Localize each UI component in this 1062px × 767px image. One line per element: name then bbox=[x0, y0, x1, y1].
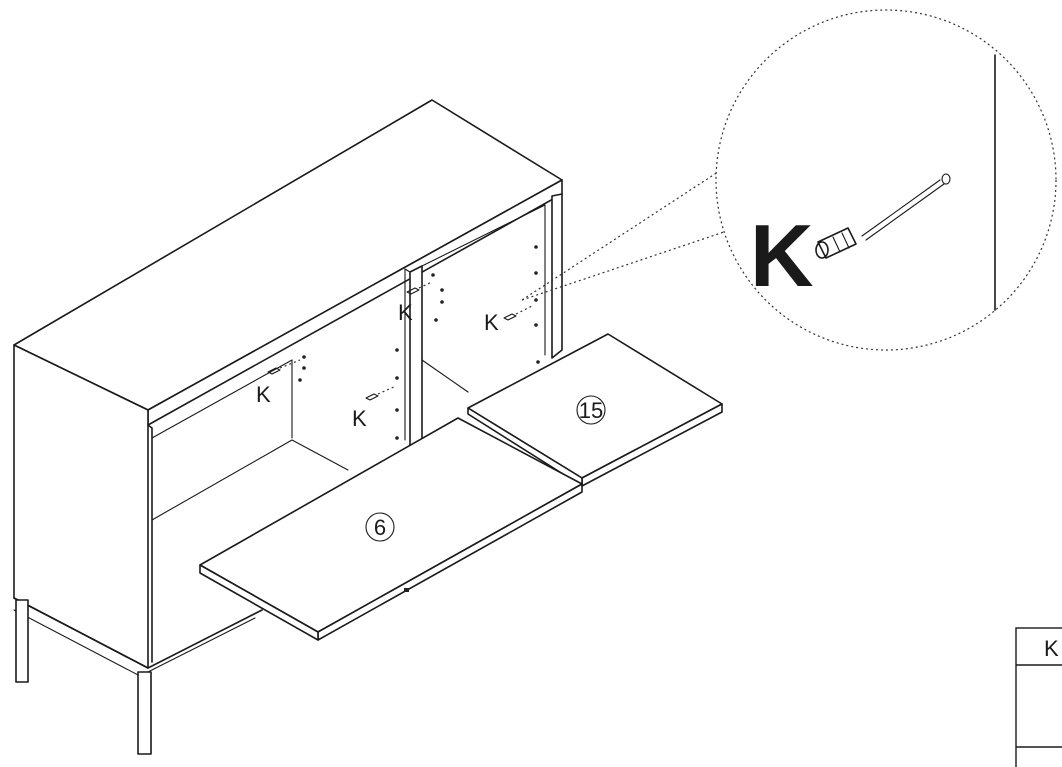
dowel-holes bbox=[298, 245, 540, 440]
detail-circle bbox=[715, 9, 1057, 351]
pin-label-k: K bbox=[256, 382, 271, 407]
left-side-front-edge bbox=[147, 424, 153, 663]
shelf-pin-divider: K bbox=[398, 281, 433, 325]
interior-back-right bbox=[421, 204, 546, 356]
leg-front-right bbox=[137, 671, 152, 755]
parts-table: K bbox=[1015, 627, 1062, 767]
shelf-pin-center: K bbox=[352, 385, 397, 431]
divider-back-edge bbox=[404, 268, 411, 273]
legs bbox=[15, 599, 152, 755]
table-header-k: K bbox=[1044, 636, 1059, 661]
cabinet-right-side-edge bbox=[551, 193, 563, 359]
detail-callout: K bbox=[521, 9, 1057, 351]
interior-back-left bbox=[151, 359, 293, 439]
cabinet bbox=[13, 99, 563, 677]
interior-bottom-left bbox=[151, 439, 349, 521]
shelf-pin-left: K bbox=[256, 359, 301, 407]
shelf-pin-detail-icon bbox=[815, 173, 951, 259]
part-number-6: 6 bbox=[374, 515, 386, 540]
cabinet-top bbox=[13, 99, 563, 411]
part-number-15: 15 bbox=[579, 398, 603, 423]
callout-line-upper bbox=[521, 171, 719, 301]
part-number-circle bbox=[365, 512, 395, 542]
pin-label-k: K bbox=[398, 300, 413, 325]
leg-front-left bbox=[15, 599, 29, 683]
panel-15: 15 bbox=[467, 333, 723, 487]
detail-label-k: K bbox=[750, 206, 814, 305]
shelf-pin-right: K bbox=[484, 305, 533, 335]
panel-notch bbox=[404, 588, 409, 592]
panel-6: 6 bbox=[199, 417, 583, 641]
bottom-rail bbox=[13, 597, 263, 669]
pin-label-k: K bbox=[484, 310, 499, 335]
pin-label-k: K bbox=[352, 406, 367, 431]
interior-bottom-right bbox=[421, 359, 469, 393]
callout-line-lower bbox=[521, 231, 725, 301]
part-number-circle bbox=[576, 395, 606, 425]
